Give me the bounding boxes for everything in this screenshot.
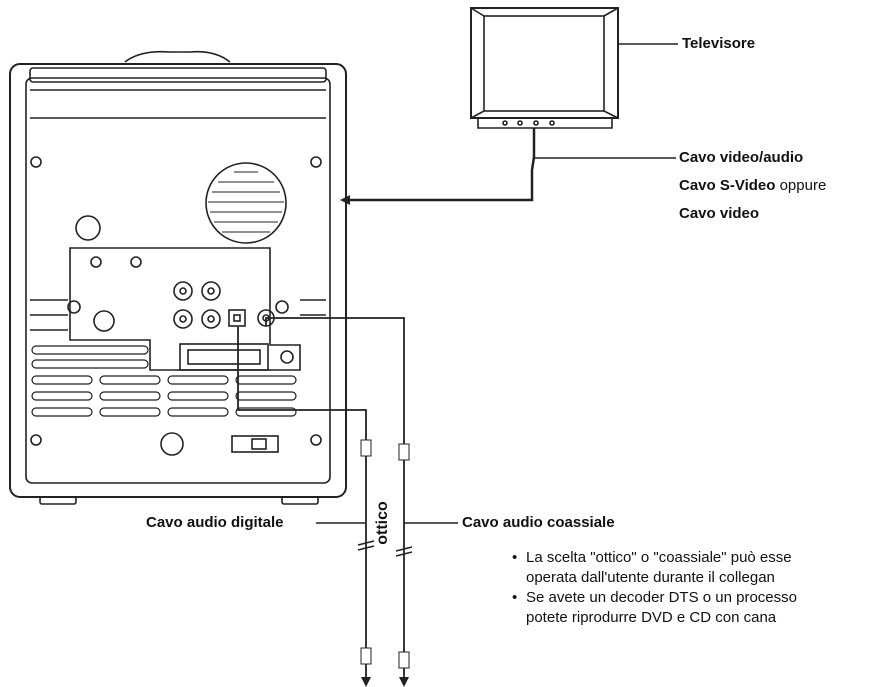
cables: [237, 128, 536, 687]
svideo-port: [93, 310, 115, 332]
note-item: • La scelta "ottico" o "coassiale" può es…: [512, 548, 797, 568]
speaker-grille: [208, 171, 284, 233]
note-line: Se avete un decoder DTS o un processo: [526, 589, 797, 606]
television: [470, 7, 619, 129]
note-line: potete riprodurre DVD e CD con cana: [526, 609, 777, 626]
note-item-cont: operata dall'utente durante il collegan: [512, 568, 797, 588]
svideo-suffix: oppure: [775, 177, 827, 194]
note-item-cont: potete riprodurre DVD e CD con cana: [512, 608, 797, 628]
power-switch: [231, 435, 279, 453]
coax-cable-label: Cavo audio coassiale: [462, 514, 615, 531]
main-unit: [9, 50, 347, 505]
scart-port: [179, 343, 269, 371]
av-cable-label: Cavo video/audio: [679, 149, 804, 166]
optical-label-text: ottico: [374, 501, 391, 545]
optical-port: [228, 309, 246, 327]
leader-lines: [316, 43, 678, 524]
bullet-dot: •: [512, 549, 518, 566]
svideo-cable-label: Cavo S-Video: [679, 177, 776, 194]
note-line: operata dall'utente durante il collegan: [526, 569, 775, 586]
note-item: • Se avete un decoder DTS o un processo: [512, 588, 797, 608]
note-line: La scelta "ottico" o "coassiale" può ess…: [526, 549, 792, 566]
bullet-dot: •: [512, 589, 518, 606]
rca-jacks: [173, 281, 221, 329]
vent-slots: [31, 345, 297, 417]
video-cable-label: Cavo video: [679, 205, 760, 222]
tv-label: Televisore: [682, 35, 756, 52]
svideo-cable-row: Cavo S-Video oppure: [679, 177, 826, 195]
notes-list: • La scelta "ottico" o "coassiale" può es…: [512, 548, 797, 628]
optical-label: ottico: [374, 493, 392, 553]
digital-cable-label: Cavo audio digitale: [146, 514, 284, 531]
